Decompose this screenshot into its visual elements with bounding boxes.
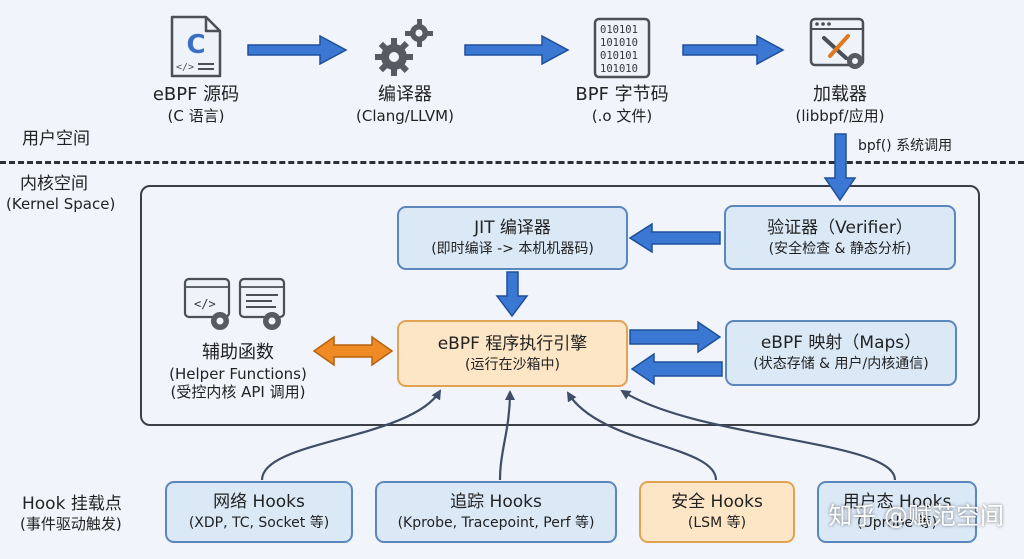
binary-document-icon: 010101 101010 010101 101010 [593,17,651,79]
arrow-jit-to-engine [495,271,529,318]
hook-userspace-title: 用户态 Hooks [842,492,952,513]
verifier-title: 验证器（Verifier） [767,217,913,238]
step-bytecode-subtitle: (.o 文件) [591,106,653,125]
hook-points-title: Hook 挂载点 [22,494,122,514]
verifier-box: 验证器（Verifier） (安全检查 & 静态分析) [724,205,956,270]
arrow-bytecode-to-loader [682,34,785,66]
hook-userspace-connector [620,389,897,481]
hook-tracing-subtitle: (Kprobe, Tracepoint, Perf 等) [397,515,595,532]
hook-security-title: 安全 Hooks [671,492,763,513]
svg-text:C: C [186,30,205,60]
hook-tracing-connector [498,390,515,481]
kernel-space-title: 内核空间 [20,174,88,194]
hook-tracing-title: 追踪 Hooks [450,492,542,513]
helper-functions-note: (受控内核 API 调用) [170,383,306,402]
arrow-maps-to-engine [630,352,723,386]
step-compiler: 编译器 (Clang/LLVM) [325,84,485,125]
svg-text:101010: 101010 [600,63,638,75]
step-bytecode: BPF 字节码 (.o 文件) [542,84,702,125]
svg-text:010101: 010101 [600,50,638,62]
user-kernel-divider [0,161,1024,164]
jit-compiler-box: JIT 编译器 (即时编译 -> 本机机器码) [397,206,628,270]
code-gears-icon: </> [183,277,286,330]
arrow-verifier-to-jit [628,222,721,254]
jit-compiler-subtitle: (即时编译 -> 本机机器码) [431,241,594,258]
hook-userspace-subtitle: (Uprobe 等) [856,515,938,532]
helper-functions-subtitle: (Helper Functions) [169,364,307,383]
step-compiler-subtitle: (Clang/LLVM) [356,106,454,125]
arrow-compiler-to-bytecode [464,34,570,66]
svg-text:</>: </> [176,62,194,73]
arrow-helpers-engine [312,335,394,367]
verifier-subtitle: (安全检查 & 静态分析) [768,240,912,257]
step-loader: 加载器 (libbpf/应用) [760,84,920,125]
step-loader-subtitle: (libbpf/应用) [795,106,885,125]
maps-title: eBPF 映射（Maps） [760,333,922,354]
execution-engine-title: eBPF 程序执行引擎 [437,333,588,354]
svg-text:010101: 010101 [600,24,638,36]
c-source-file-icon: C </> [170,15,222,78]
hook-security-connector [566,391,718,481]
kernel-space-subtitle: (Kernel Space) [6,195,116,214]
arrow-engine-to-maps [629,320,722,354]
hook-network-box: 网络 Hooks (XDP, TC, Socket 等) [165,481,353,543]
svg-text:</>: </> [194,297,216,311]
gears-icon [375,19,433,76]
hook-userspace-box: 用户态 Hooks (Uprobe 等) [817,481,977,543]
hook-points-subtitle: (事件驱动触发) [20,515,122,534]
step-loader-title: 加载器 [813,84,867,105]
execution-engine-box: eBPF 程序执行引擎 (运行在沙箱中) [397,320,628,387]
execution-engine-subtitle: (运行在沙箱中) [465,356,560,373]
hook-network-title: 网络 Hooks [213,492,305,513]
svg-text:101010: 101010 [600,37,638,49]
hook-points-label: Hook 挂载点 (事件驱动触发) [20,493,122,535]
arrow-loader-to-verifier [823,133,857,202]
step-source: eBPF 源码 (C 语言) [116,84,276,125]
hook-network-subtitle: (XDP, TC, Socket 等) [188,515,330,532]
user-space-label: 用户空间 [22,129,90,149]
maps-box: eBPF 映射（Maps） (状态存储 & 用户/内核通信) [725,320,957,386]
helper-functions-title: 辅助函数 [202,342,274,363]
hook-tracing-box: 追踪 Hooks (Kprobe, Tracepoint, Perf 等) [375,481,617,543]
syscall-label: bpf() 系统调用 [858,138,953,154]
hook-network-connector [260,389,442,481]
kernel-space-container [140,185,980,426]
step-bytecode-title: BPF 字节码 [575,84,669,105]
hook-security-subtitle: (LSM 等) [687,515,747,532]
step-source-title: eBPF 源码 [152,84,240,105]
step-compiler-title: 编译器 [378,84,432,105]
jit-compiler-title: JIT 编译器 [474,218,551,239]
window-tools-icon [809,17,865,69]
hook-security-box: 安全 Hooks (LSM 等) [639,481,795,543]
helper-functions: 辅助函数 (Helper Functions) (受控内核 API 调用) [148,342,328,402]
maps-subtitle: (状态存储 & 用户/内核通信) [753,356,929,373]
watermark: 知乎 @赋范空间 [828,502,1004,530]
kernel-space-label: 内核空间 (Kernel Space) [6,173,115,215]
step-source-subtitle: (C 语言) [167,106,225,125]
arrow-source-to-compiler [247,34,348,66]
